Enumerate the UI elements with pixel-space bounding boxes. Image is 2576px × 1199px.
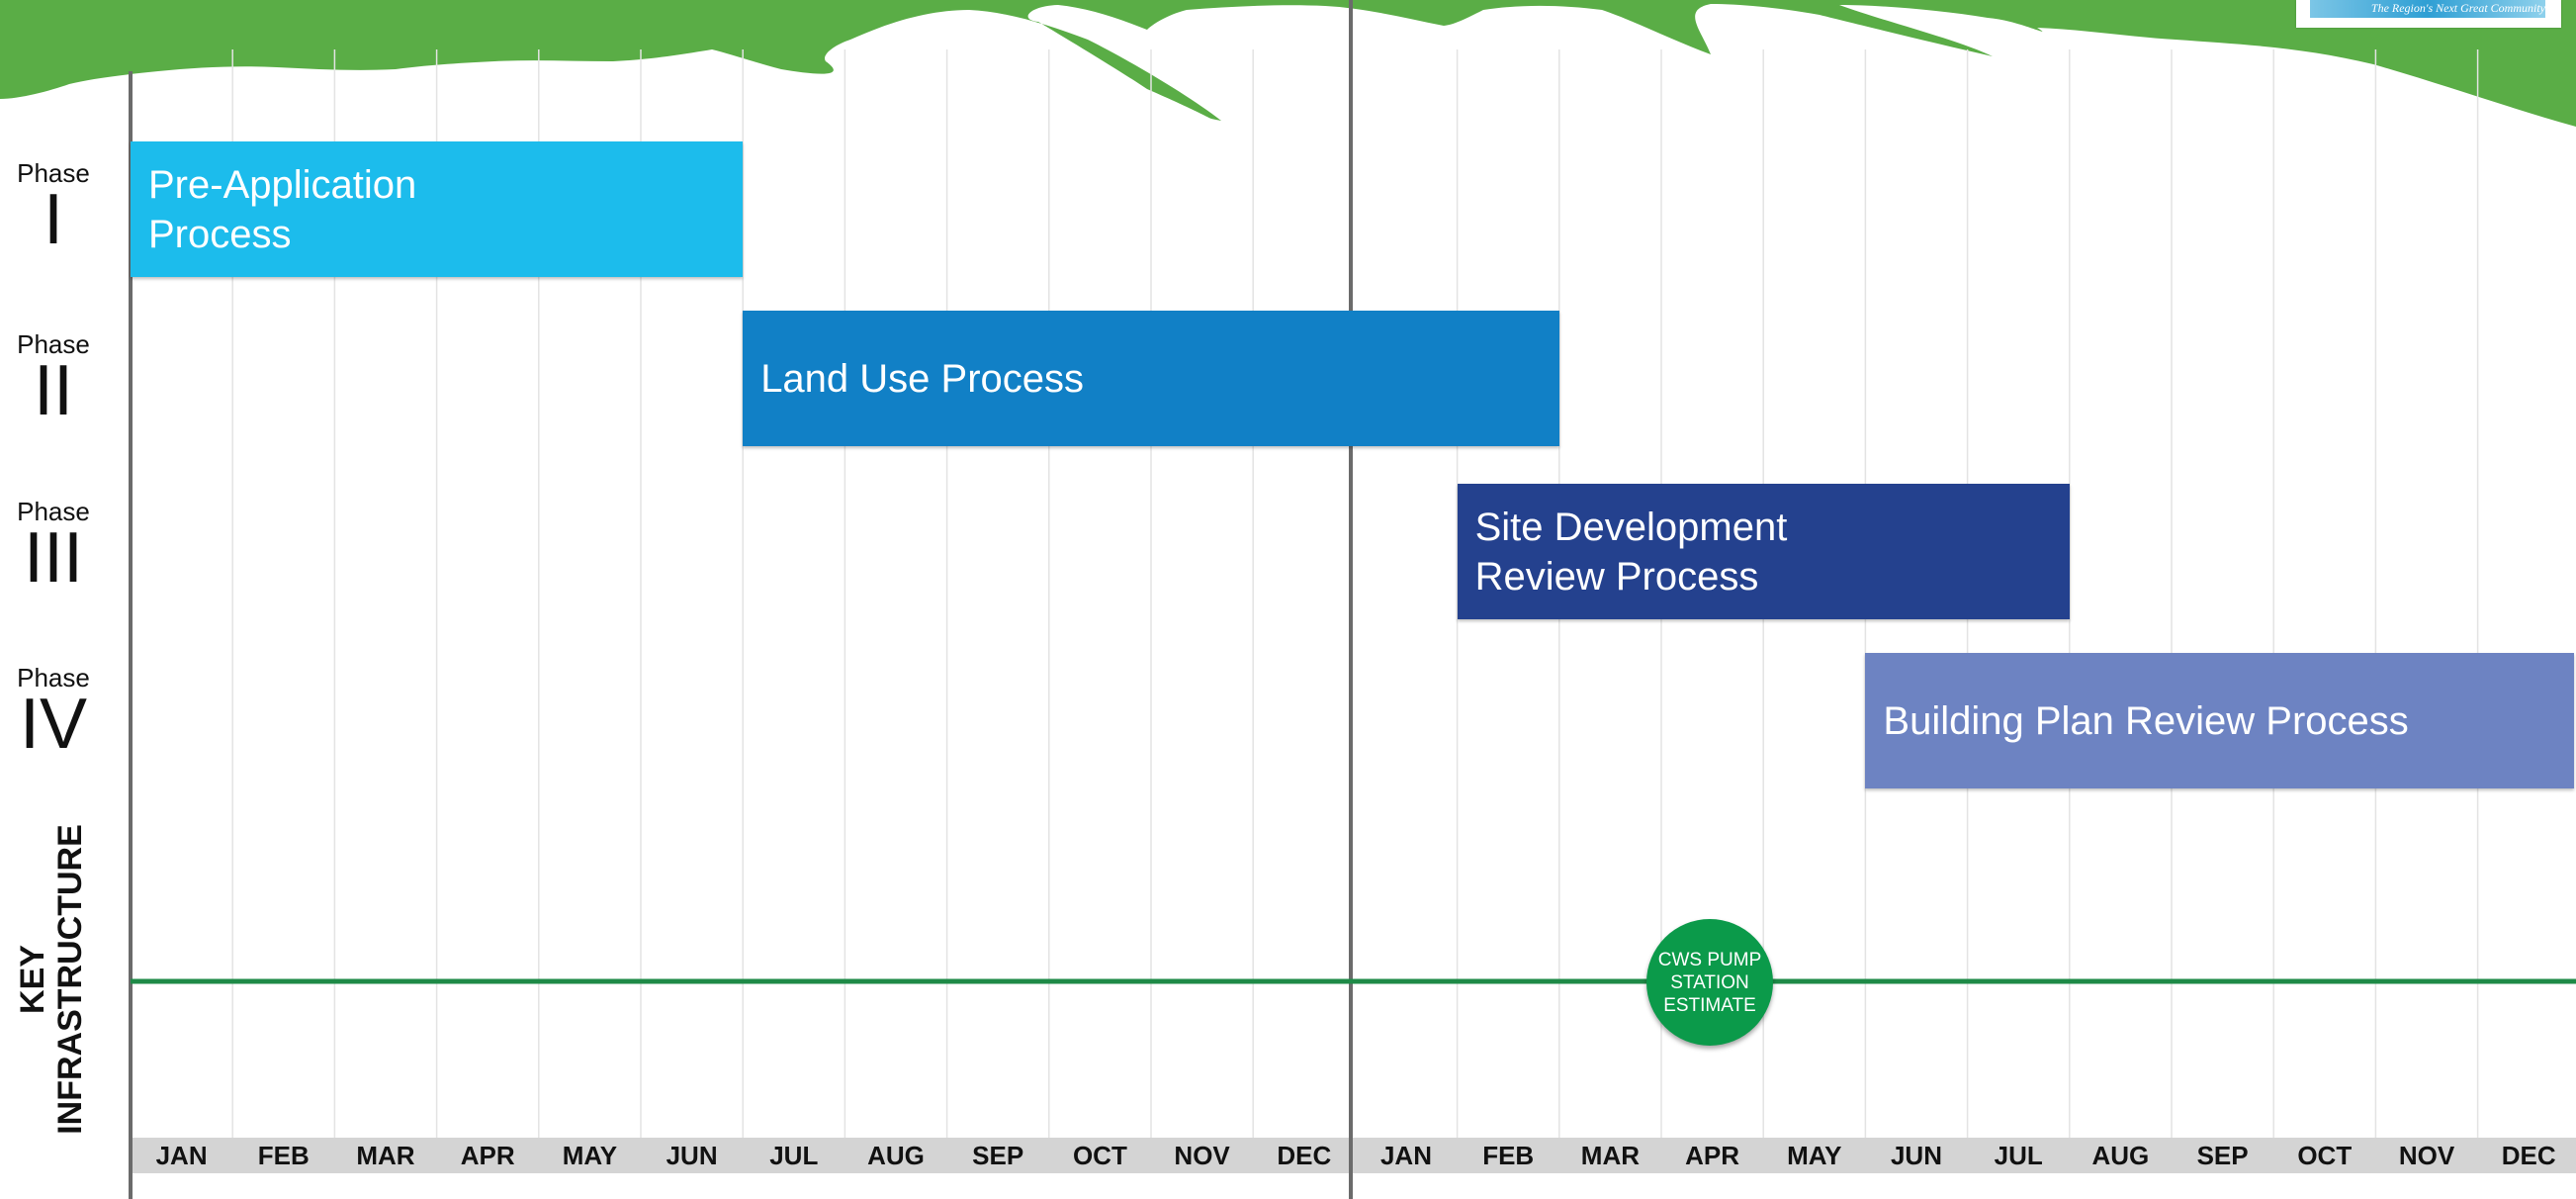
month-tick-label: APR bbox=[1685, 1140, 1740, 1170]
month-tick-label: DEC bbox=[2501, 1140, 2556, 1170]
month-tick-label: JAN bbox=[155, 1140, 208, 1170]
month-tick-label: NOV bbox=[2398, 1140, 2455, 1170]
month-tick-label: JUL bbox=[769, 1140, 819, 1170]
month-tick-label: JUN bbox=[666, 1140, 718, 1170]
month-tick-label: MAY bbox=[562, 1140, 618, 1170]
month-tick-label: FEB bbox=[1482, 1140, 1535, 1170]
month-tick-label: JUL bbox=[1994, 1140, 2043, 1170]
phase-numeral: IV bbox=[19, 685, 88, 764]
month-tick-label: JAN bbox=[1379, 1140, 1432, 1170]
month-tick-label: FEB bbox=[257, 1140, 310, 1170]
month-tick-label: MAR bbox=[356, 1140, 415, 1170]
green-header-swoosh bbox=[0, 0, 2576, 127]
phase-numeral: III bbox=[23, 518, 83, 598]
phase-word: Phase bbox=[17, 497, 90, 526]
phase-word: Phase bbox=[17, 329, 90, 359]
phase-bar: Pre-Application Process bbox=[131, 141, 744, 277]
logo-tagline: The Region's Next Great Community bbox=[2370, 1, 2545, 15]
city-logo: The Region's Next Great Community bbox=[2296, 0, 2561, 28]
phase-bar: Building Plan Review Process bbox=[1865, 653, 2574, 788]
month-tick-label: DEC bbox=[1277, 1140, 1332, 1170]
month-tick-label: AUG bbox=[2091, 1140, 2150, 1170]
logo-banner-icon bbox=[2310, 0, 2545, 18]
month-tick-label: MAR bbox=[1580, 1140, 1640, 1170]
phase-bar: Land Use Process bbox=[743, 311, 1559, 446]
phase-numeral: I bbox=[43, 180, 63, 259]
month-tick-label: APR bbox=[460, 1140, 515, 1170]
phase-bar: Site Development Review Process bbox=[1457, 484, 2070, 619]
month-tick-label: SEP bbox=[2196, 1140, 2249, 1170]
phase-numeral: II bbox=[33, 351, 73, 430]
month-tick-label: OCT bbox=[2297, 1140, 2353, 1170]
key-infrastructure-label: KEY INFRASTRUCTURE bbox=[14, 824, 89, 1135]
month-tick-label: SEP bbox=[972, 1140, 1024, 1170]
month-tick-label: NOV bbox=[1174, 1140, 1230, 1170]
month-tick-label: JUN bbox=[1890, 1140, 1942, 1170]
cws-pump-station-milestone: CWS PUMP STATION ESTIMATE bbox=[1646, 919, 1773, 1046]
phase-word: Phase bbox=[17, 663, 90, 692]
phase-word: Phase bbox=[17, 158, 90, 188]
month-tick-label: OCT bbox=[1072, 1140, 1127, 1170]
month-tick-label: AUG bbox=[867, 1140, 925, 1170]
month-tick-label: MAY bbox=[1787, 1140, 1842, 1170]
